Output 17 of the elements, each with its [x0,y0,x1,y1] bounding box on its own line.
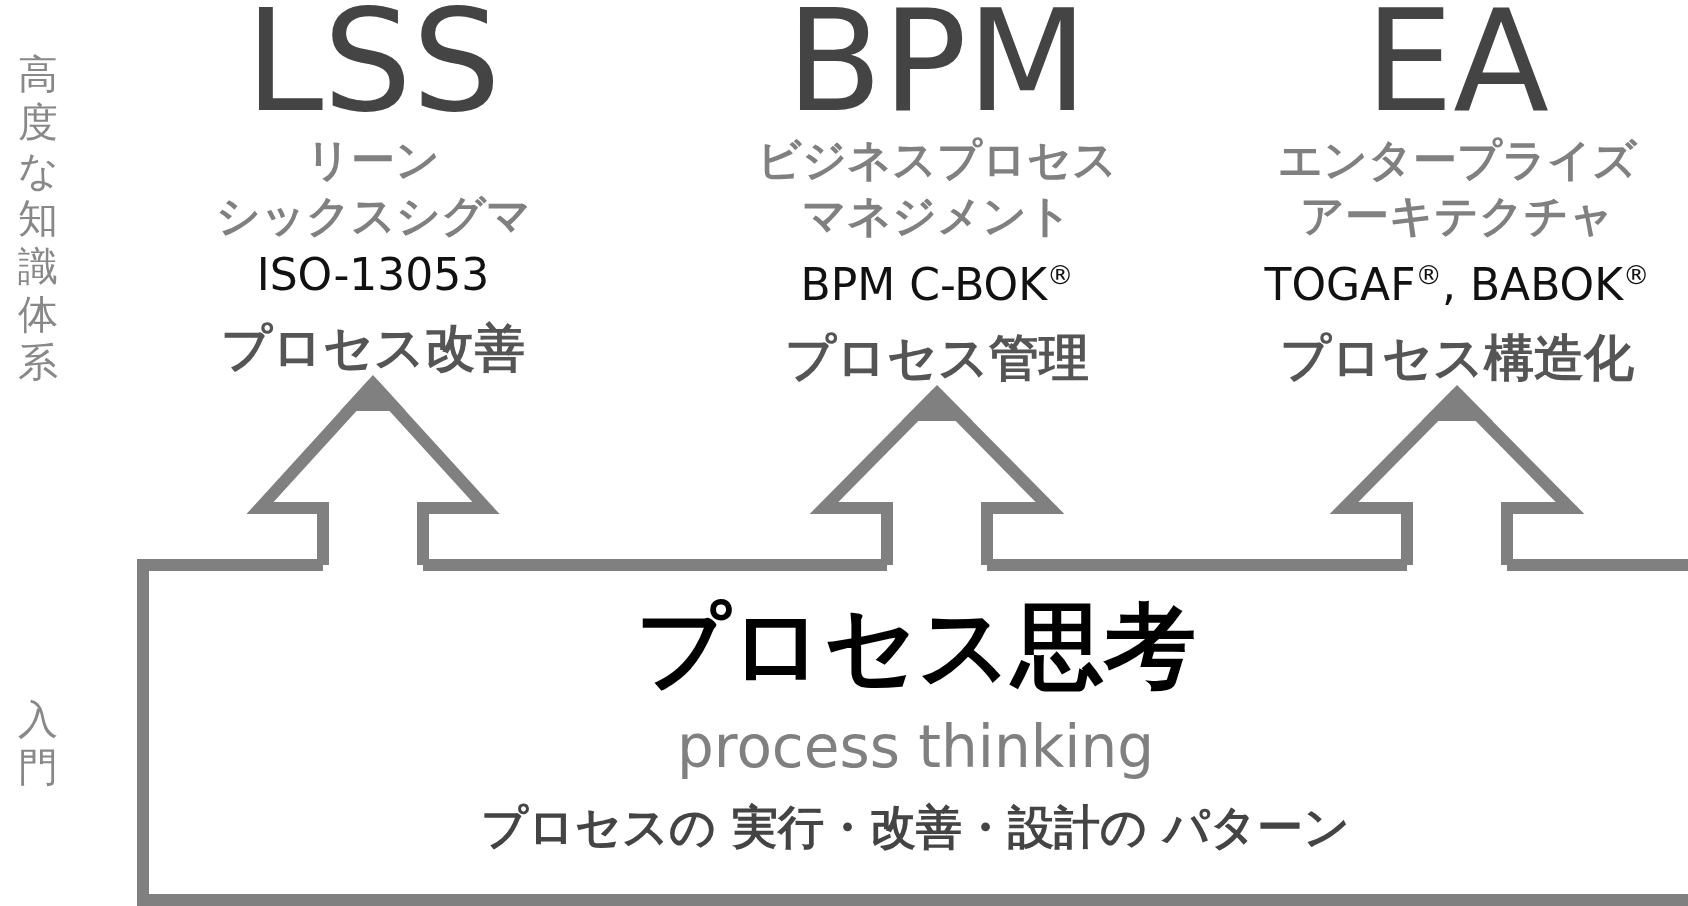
japanese-name: エンタープライズアーキテクチャ [1277,133,1637,243]
focus-label: プロセス管理 [785,329,1089,386]
standard-reference: TOGAF$^{®}$, BABOK$^{®}$ [1264,257,1650,312]
japanese-name: ビジネスプロセスマネジメント [757,133,1117,243]
description-text: プロセスの 実行・改善・設計の パターン [481,799,1350,856]
focus-label: プロセス改善 [221,320,525,376]
acronym-heading: LSS [245,0,501,132]
english-subtitle: process thinking [677,712,1154,783]
japanese-name: リーンシックスシグマ [215,133,531,243]
standard-reference: ISO-13053 [256,248,490,302]
level-label: 入門 [17,695,59,791]
acronym-heading: EA [1364,0,1550,132]
focus-label: プロセス構造化 [1280,329,1634,386]
standard-reference: BPM C-BOK$^{®}$ [800,257,1074,312]
acronym-heading: BPM [786,0,1088,132]
level-label: 高度な知識体系 [16,50,60,386]
main-heading: プロセス思考 [635,592,1196,702]
